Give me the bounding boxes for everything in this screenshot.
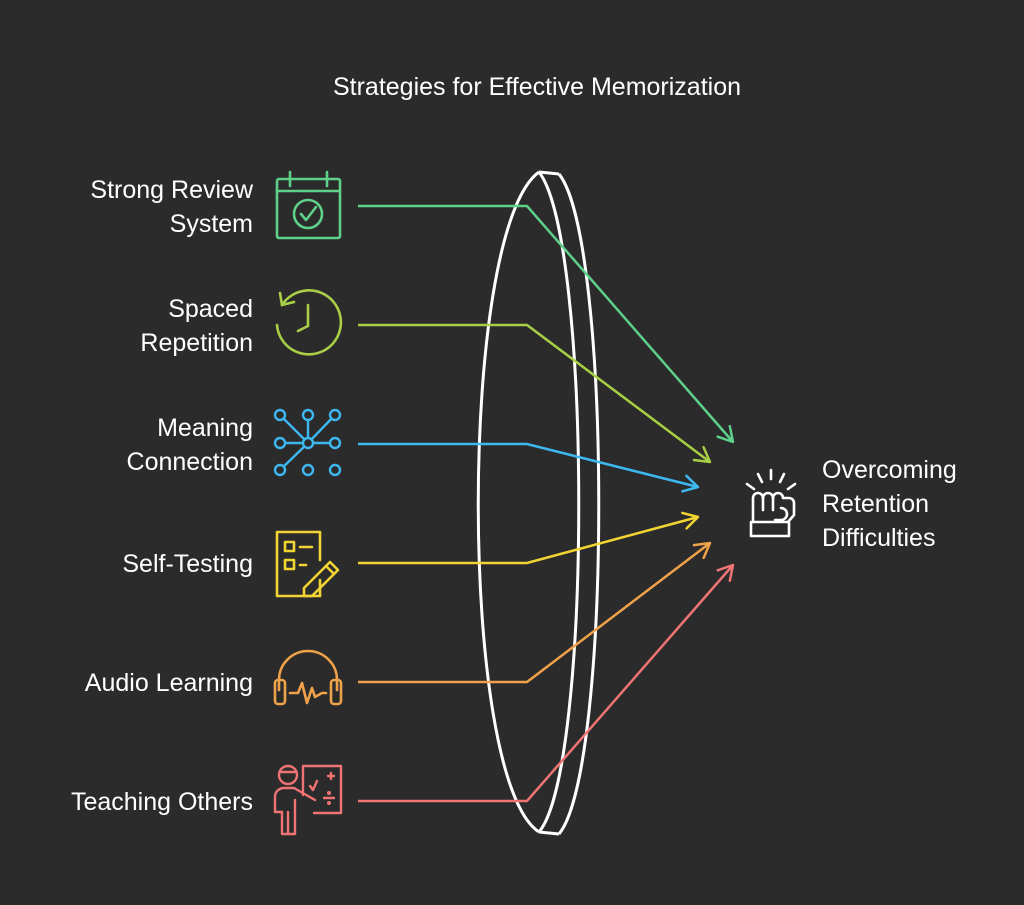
connector-line — [358, 542, 711, 684]
strategy-label: Teaching Others — [71, 788, 253, 816]
arrowhead — [681, 511, 700, 530]
strategy-labels: Strong ReviewSystemSpacedRepetitionMeani… — [71, 176, 254, 816]
connector-line — [358, 323, 711, 464]
calendar-check-icon — [275, 170, 342, 240]
strategy-label: Connection — [127, 448, 253, 476]
arrowhead — [716, 424, 735, 444]
lens-shape — [476, 170, 601, 836]
strategy-label: Audio Learning — [85, 669, 253, 697]
strategy-label: Meaning — [157, 414, 253, 442]
strategy-label: Spaced — [168, 295, 253, 323]
strategy-label: Repetition — [140, 329, 253, 357]
arrowhead — [692, 541, 712, 560]
outcome-label-line: Difficulties — [822, 524, 935, 552]
outcome-label-line: Overcoming — [822, 456, 957, 484]
teacher-board-icon — [273, 764, 343, 836]
connector-line — [358, 515, 699, 565]
strategy-label: Strong Review — [90, 176, 254, 204]
raised-fist-icon — [745, 468, 797, 538]
diagram-title: Strategies for Effective Memorization — [333, 73, 741, 101]
arrowhead — [716, 563, 735, 583]
network-nodes-icon — [273, 408, 342, 477]
arrowhead — [692, 445, 712, 464]
clock-icon — [275, 289, 343, 356]
connector-line — [358, 442, 699, 489]
strategy-label: Self-Testing — [122, 550, 253, 578]
outcome-label-line: Retention — [822, 490, 929, 518]
checklist-pencil-icon — [275, 530, 340, 598]
arrowhead — [681, 474, 700, 493]
connector-line — [358, 564, 734, 803]
connector-line — [358, 204, 734, 443]
strategy-label: System — [170, 210, 253, 238]
connectors — [358, 204, 735, 803]
headphones-icon — [273, 649, 343, 706]
